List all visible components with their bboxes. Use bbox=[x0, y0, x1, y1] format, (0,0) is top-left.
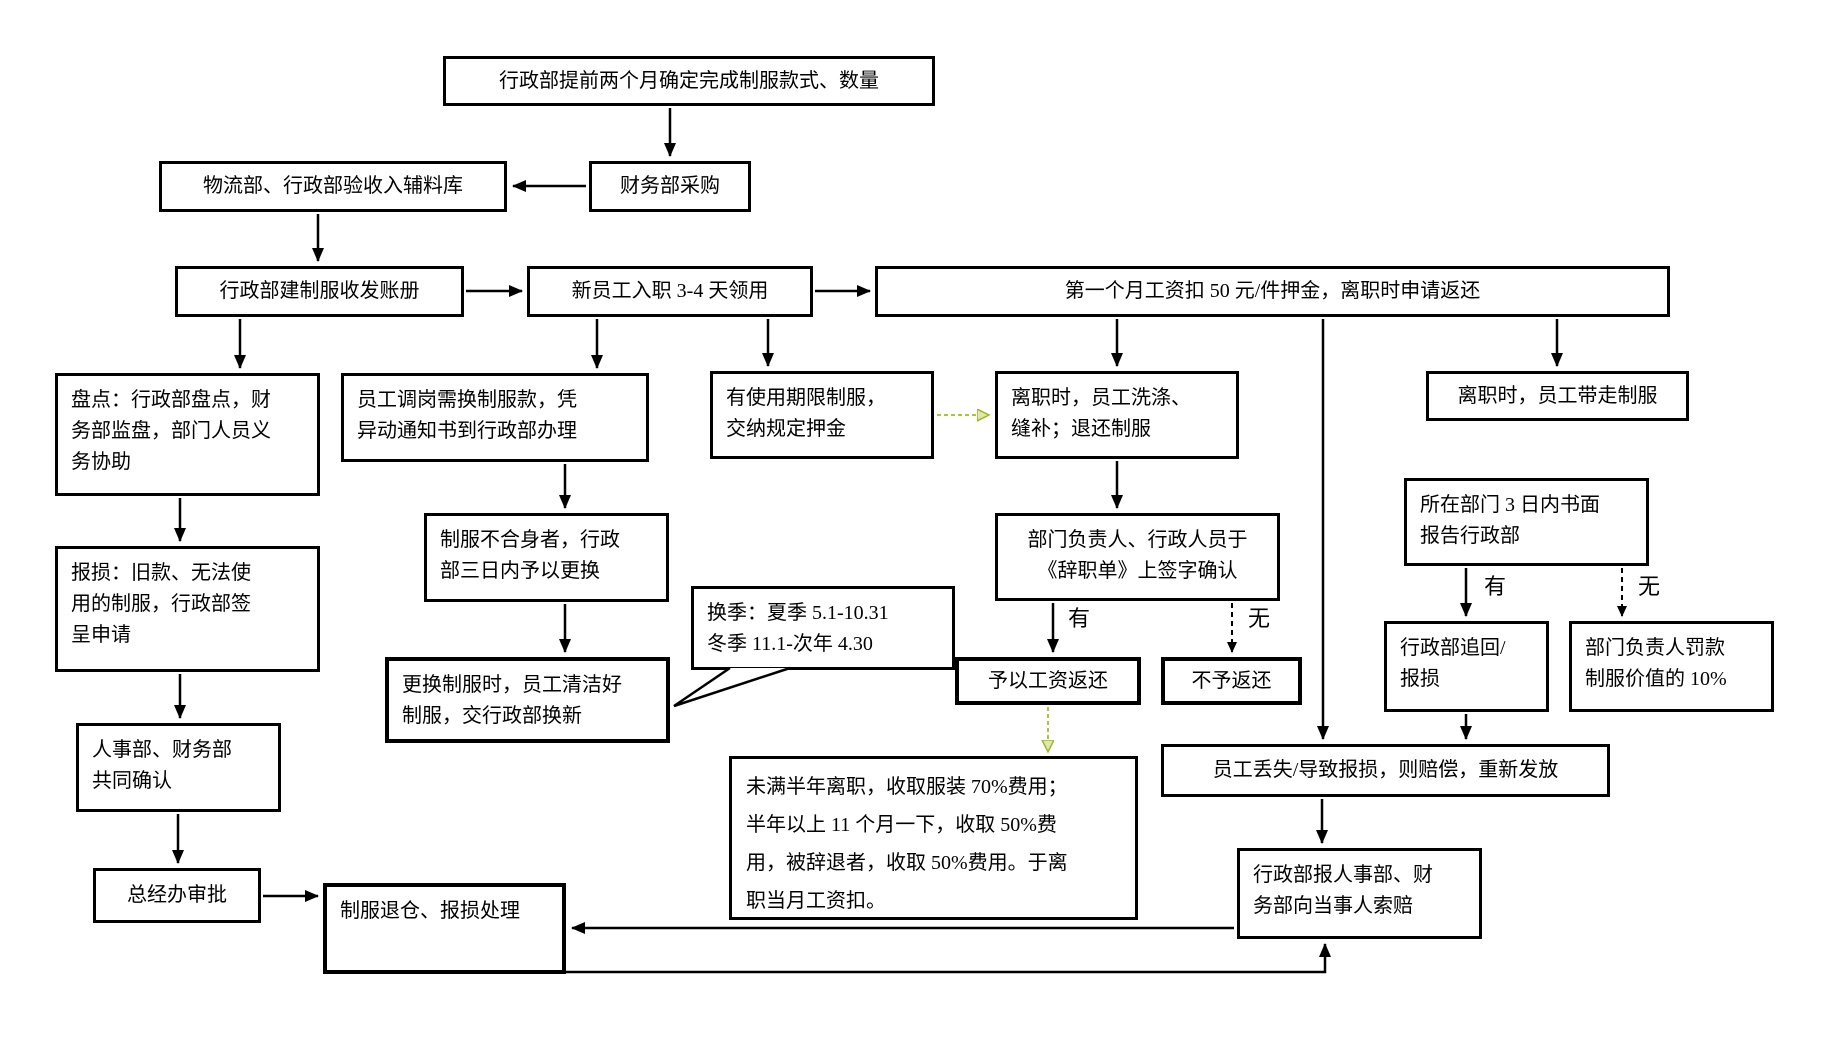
node-admin-recover: 行政部追回/ 报损 bbox=[1384, 621, 1549, 712]
node-admin-ledger: 行政部建制服收发账册 bbox=[175, 266, 464, 317]
node-logistics-admin-inspect: 物流部、行政部验收入辅料库 bbox=[159, 161, 507, 212]
node-clean-before-exchange: 更换制服时，员工清洁好 制服，交行政部换新 bbox=[385, 657, 670, 743]
callout-tail bbox=[673, 666, 791, 708]
node-dept-report-3days: 所在部门 3 日内书面 报告行政部 bbox=[1404, 478, 1649, 566]
node-new-employee-receive: 新员工入职 3-4 天领用 bbox=[527, 266, 813, 317]
node-salary-deposit: 第一个月工资扣 50 元/件押金，离职时申请返还 bbox=[875, 266, 1670, 317]
node-fee-deduction-rules: 未满半年离职，收取服装 70%费用； 半年以上 11 个月一下，收取 50%费 … bbox=[729, 756, 1138, 920]
node-claim-compensation: 行政部报人事部、财 务部向当事人索赔 bbox=[1237, 848, 1482, 939]
node-transfer-change-uniform: 员工调岗需换制服款，凭 异动通知书到行政部办理 bbox=[341, 373, 649, 462]
node-ill-fitting-replace: 制服不合身者，行政 部三日内予以更换 bbox=[424, 513, 669, 602]
edge-label-yes-signature: 有 bbox=[1066, 606, 1093, 631]
node-lost-compensate-reissue: 员工丢失/导致报损，则赔偿，重新发放 bbox=[1161, 744, 1610, 797]
edge-label-no-report: 无 bbox=[1636, 574, 1663, 599]
node-hr-finance-confirm: 人事部、财务部 共同确认 bbox=[76, 723, 281, 812]
node-damage-report: 报损：旧款、无法使 用的制服，行政部签 呈申请 bbox=[55, 546, 320, 672]
node-dept-head-fine: 部门负责人罚款 制服价值的 10% bbox=[1569, 621, 1774, 712]
node-take-uniform-away: 离职时，员工带走制服 bbox=[1426, 371, 1689, 421]
node-term-limited-deposit: 有使用期限制服， 交纳规定押金 bbox=[710, 371, 934, 459]
node-admin-determine-style: 行政部提前两个月确定完成制服款式、数量 bbox=[443, 56, 935, 106]
node-no-refund: 不予返还 bbox=[1161, 657, 1302, 705]
node-uniform-return-warehouse: 制服退仓、报损处理 bbox=[323, 883, 566, 974]
node-refund-with-salary: 予以工资返还 bbox=[955, 657, 1141, 705]
node-inventory-check: 盘点：行政部盘点，财 务部监盘，部门人员义 务协助 bbox=[55, 373, 320, 496]
node-resignation-signature: 部门负责人、行政人员于 《辞职单》上签字确认 bbox=[995, 513, 1280, 601]
edge-label-no-signature: 无 bbox=[1246, 606, 1273, 631]
node-finance-purchase: 财务部采购 bbox=[589, 161, 751, 212]
node-gm-office-approval: 总经办审批 bbox=[93, 868, 261, 923]
callout-season-change: 换季：夏季 5.1-10.31 冬季 11.1-次年 4.30 bbox=[691, 586, 955, 670]
node-resign-wash-return: 离职时，员工洗涤、 缝补；退还制服 bbox=[995, 371, 1239, 459]
edge-label-yes-report: 有 bbox=[1482, 574, 1509, 599]
